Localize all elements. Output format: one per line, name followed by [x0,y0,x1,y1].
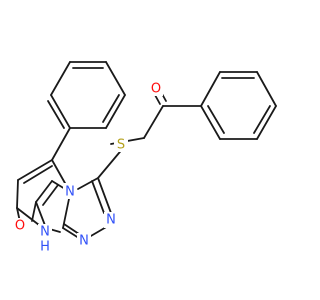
bond [63,223,80,235]
bond [50,94,71,129]
triazole-nitrogen-2-bg [77,233,91,249]
bond [200,105,221,140]
bond [256,105,277,140]
bond [31,201,37,222]
pyrimidine-phenyl-ring [47,61,126,161]
bond [143,105,164,139]
triazole-nitrogen-1-label: N [106,213,116,228]
bond [105,61,126,96]
bond [50,61,71,96]
amide-hydrogen-label: H [40,240,50,255]
bridge-nitrogen-label: N [65,185,75,200]
bond [35,180,53,203]
bond [51,127,71,161]
thioether-link [97,146,125,179]
sulfur-label: S [117,138,125,153]
bond [102,94,120,123]
molecule-structure: O S N N N N H O [13,61,277,255]
bond [62,193,71,229]
triazole-nitrogen-2-label: N [79,234,89,249]
bond [105,94,126,129]
ketone-phenyl-ring [200,71,277,140]
bond [42,184,59,206]
bond [23,165,53,184]
sulfur-bg [114,136,128,152]
bond [97,146,125,179]
ketone-oxygen-bg [149,80,163,96]
lactam-oxygen-label: O [15,219,25,234]
bond [91,180,105,214]
bond [35,201,47,229]
bond [207,105,225,134]
lactam-oxygen-bg [13,218,27,234]
bond [17,159,53,181]
bond [200,71,221,107]
bond [47,100,65,129]
bond [256,71,277,107]
atom-labels: O S N N N N H O [13,80,163,255]
bond [253,105,271,134]
bond [97,177,112,214]
amide-nitrogen-bg [38,224,52,240]
amide-nitrogen-label: N [40,225,50,240]
bond [16,207,40,226]
bond [16,179,19,209]
bond [77,177,99,190]
triazole-nitrogen-1-bg [104,212,118,228]
ketone-oxygen-label: O [151,82,161,97]
bridge-nitrogen-bg [63,183,77,199]
